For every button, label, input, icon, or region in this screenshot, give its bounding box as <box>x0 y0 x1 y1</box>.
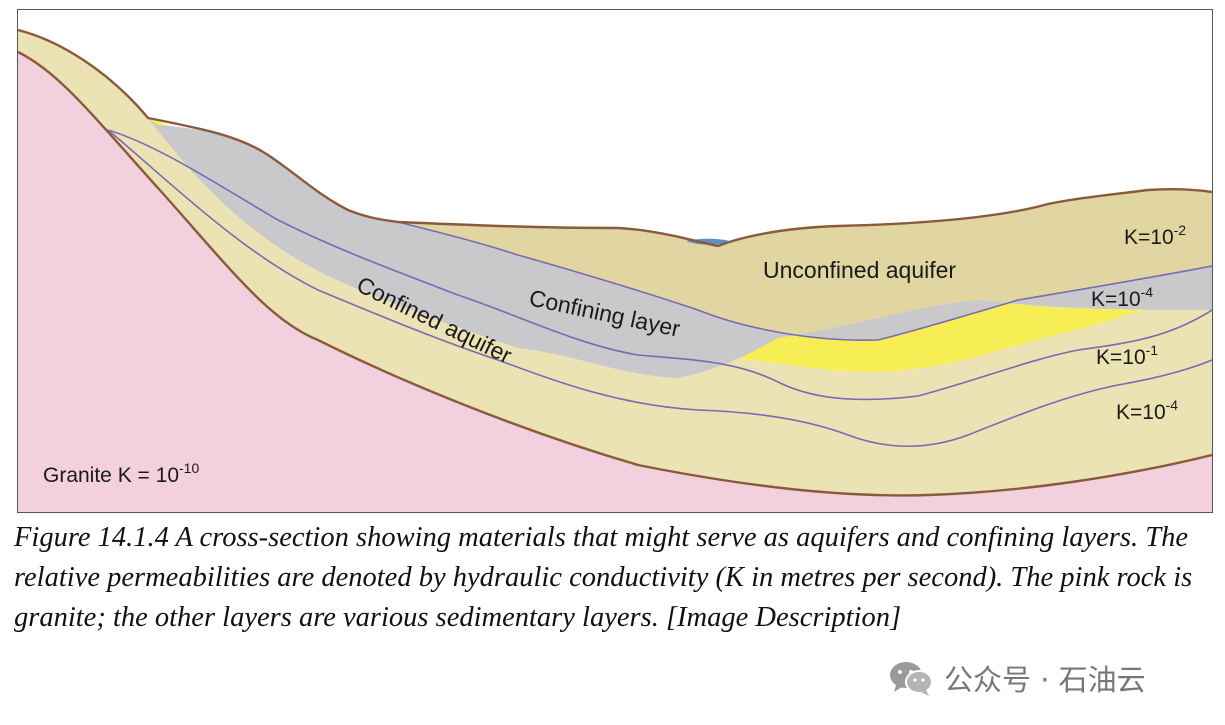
contact-line-aquifer-base <box>107 129 1212 448</box>
k-exp-unconfined: -2 <box>1174 222 1187 238</box>
k-base-unconfined: K=10 <box>1124 226 1174 249</box>
lower-sediment-layer <box>18 30 1212 496</box>
granite-layer <box>18 52 1212 512</box>
k-exp-confined: -1 <box>1146 342 1159 358</box>
watermark-text: 公众号 · 石油云 <box>944 663 1146 697</box>
wechat-icon <box>890 662 933 696</box>
ground-surface-line <box>18 28 1212 248</box>
k-exp-granite: -10 <box>179 460 199 476</box>
cross-section-diagram: Unconfined aquifer Confining layer Confi… <box>17 9 1213 513</box>
granite-contact-line <box>18 50 1212 497</box>
label-unconfined-aquifer: Unconfined aquifer <box>763 257 956 283</box>
k-label-confining: K=10-4 <box>1091 284 1153 311</box>
k-base-confined: K=10 <box>1096 346 1146 369</box>
k-label-granite: Granite K = 10-10 <box>43 460 199 487</box>
figure-caption: Figure 14.1.4 A cross-section showing ma… <box>14 522 1193 633</box>
k-label-confined: K=10-1 <box>1096 342 1158 369</box>
k-base-granite: Granite K = 10 <box>43 464 179 487</box>
contact-line-confining-base <box>107 129 1212 401</box>
k-exp-confining: -4 <box>1141 284 1154 300</box>
watermark: 公众号 · 石油云 <box>888 656 1146 700</box>
k-label-unconfined: K=10-2 <box>1124 222 1186 249</box>
k-base-confining: K=10 <box>1091 288 1141 311</box>
confining-layer <box>148 118 1212 378</box>
k-exp-lower-sediment: -4 <box>1166 397 1179 413</box>
contact-line-confining-top <box>397 221 1212 342</box>
cross-section-svg: Unconfined aquifer Confining layer Confi… <box>18 28 1212 512</box>
k-label-lower-sediment: K=10-4 <box>1116 397 1178 424</box>
k-base-lower-sediment: K=10 <box>1116 401 1166 424</box>
